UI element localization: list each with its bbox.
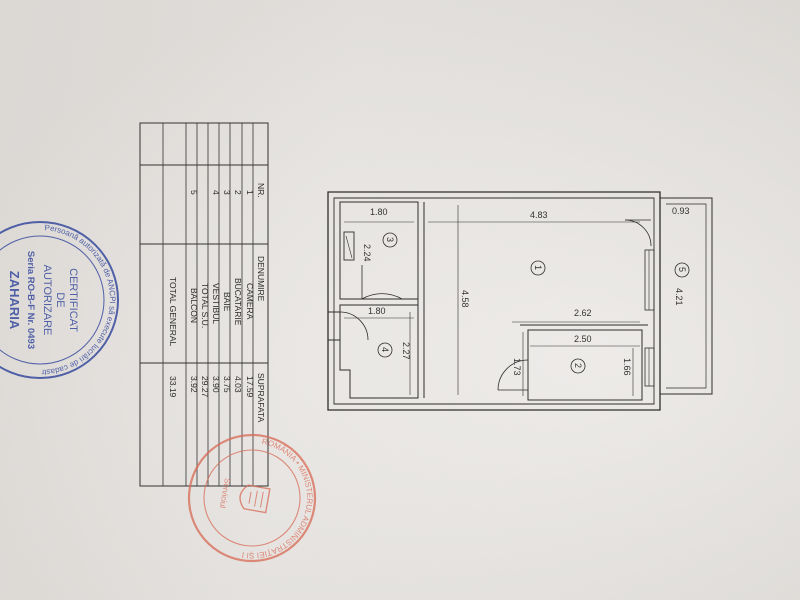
hall — [339, 304, 419, 399]
dim-hall-width: 1.80 — [368, 306, 386, 316]
room-number-1: 1 — [533, 265, 543, 270]
row-2-area: 4.03 — [233, 376, 243, 393]
authorization-stamp: Persoană autorizată de ANCPI să execute … — [0, 221, 119, 379]
outer-wall-inner — [333, 197, 655, 405]
row-1-area: 17.59 — [245, 376, 255, 398]
row-1-name: CAMERA — [245, 283, 255, 320]
room-number-4: 4 — [380, 347, 390, 352]
entrance-door-swing — [339, 311, 369, 341]
dim-balcony-width: 0.93 — [672, 206, 690, 216]
outer-wall — [327, 191, 661, 411]
red-stamp-center: Serviciul — [218, 478, 232, 510]
dim-bath-depth: 2.24 — [362, 244, 372, 262]
row-3-nr: 3 — [222, 190, 232, 195]
blue-stamp-line4: Seria RO-B-F Nr. 0493 — [25, 251, 36, 349]
window-kitchen — [644, 347, 655, 387]
row-1-nr: 1 — [245, 190, 255, 195]
dimension-labels: 1.80 2.24 1.80 2.27 4.83 4.58 2.62 2.50 … — [362, 206, 690, 376]
area-table: NR. DENUMIRE SUPRAFATA 1 CAMERA 17.59 2 … — [139, 122, 269, 487]
room-number-3: 3 — [385, 237, 395, 242]
header-name: DENUMIRE — [256, 256, 266, 302]
bathroom-door-swing — [361, 293, 403, 300]
blue-stamp-line3: AUTORIZARE — [41, 265, 53, 336]
dim-kitchen-side: 1.73 — [512, 358, 522, 376]
row-2-name: BUCATARIE — [233, 278, 243, 326]
window-room — [644, 249, 655, 311]
row-5-area: 3.92 — [189, 376, 199, 393]
total-su-area: 29.27 — [200, 376, 210, 398]
row-3-area: 3.75 — [222, 376, 232, 393]
red-stamp-arc-text: ROMÂNIA • MINISTERUL ADMINISTRAȚIEI ȘI I… — [239, 437, 324, 570]
official-stamp: ROMÂNIA • MINISTERUL ADMINISTRAȚIEI ȘI I… — [187, 433, 324, 570]
total-general-area: 33.19 — [168, 376, 178, 398]
blue-stamp-line5: ZAHARIA — [7, 271, 22, 330]
row-4-nr: 4 — [211, 190, 221, 195]
room-number-5: 5 — [677, 267, 687, 272]
blue-stamp-line2: DE — [54, 292, 66, 307]
room-numbers: 3 1 2 4 5 — [380, 237, 687, 368]
row-5-nr: 5 — [189, 190, 199, 195]
dim-bath-width: 1.80 — [370, 207, 388, 217]
kitchen — [527, 329, 643, 401]
dim-room-width: 4.83 — [530, 210, 548, 220]
dim-hall-depth: 2.27 — [401, 342, 411, 360]
dim-kitchen-depth: 1.66 — [622, 358, 632, 376]
row-2-nr: 2 — [233, 190, 243, 195]
total-general-label: TOTAL GENERAL — [168, 277, 178, 347]
dim-room-inner: 2.62 — [574, 308, 592, 318]
dim-room-depth: 4.58 — [460, 290, 470, 308]
header-area: SUPRAFATA — [256, 373, 266, 423]
svg-text:ROMÂNIA • MINISTERUL ADMINISTR: ROMÂNIA • MINISTERUL ADMINISTRAȚIEI ȘI I… — [239, 437, 324, 570]
dim-kitchen-width: 2.50 — [574, 334, 592, 344]
row-4-name: VESTIBUL — [211, 283, 221, 324]
dim-balcony-length: 4.21 — [674, 288, 684, 306]
row-5-name: BALCON — [189, 288, 199, 323]
header-nr: NR. — [256, 183, 266, 198]
balcony-door-swing — [624, 219, 652, 247]
row-3-name: BAIE — [222, 292, 232, 312]
balcony — [660, 197, 713, 395]
total-su-label: TOTAL S.U. — [200, 283, 210, 328]
blue-stamp-line1: CERTIFICAT — [67, 268, 79, 332]
room-number-2: 2 — [573, 363, 583, 368]
row-4-area: 3.90 — [211, 376, 221, 393]
coat-of-arms-icon — [239, 484, 271, 514]
floor-plan — [327, 191, 713, 411]
bathtub — [343, 231, 355, 261]
